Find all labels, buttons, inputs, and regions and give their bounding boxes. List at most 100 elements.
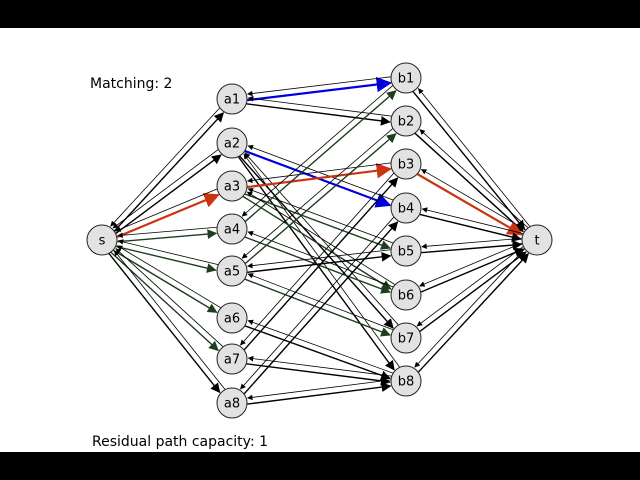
residual-edge-b1-a1 bbox=[246, 76, 391, 97]
node-label: t bbox=[534, 234, 539, 249]
residual-edge-a6-s bbox=[116, 245, 221, 309]
node-a6: a6 bbox=[216, 302, 248, 334]
edge-s-a5 bbox=[115, 245, 217, 273]
edge-s-a1 bbox=[113, 112, 225, 232]
edge-a2-b8 bbox=[237, 156, 395, 371]
residual-edge-t-b8 bbox=[414, 248, 525, 368]
node-label: a7 bbox=[224, 353, 240, 368]
edge-s-a8 bbox=[108, 253, 221, 394]
edge-b3-t bbox=[416, 173, 523, 236]
edge-s-a4 bbox=[117, 229, 218, 243]
node-a3: a3 bbox=[216, 170, 248, 202]
residual-edge-b2-a5 bbox=[241, 128, 393, 259]
residual-edge-b6-a4 bbox=[247, 231, 394, 288]
edge-a3-b6 bbox=[242, 195, 392, 290]
residual-edge-b8-a2 bbox=[243, 153, 400, 368]
node-b4: b4 bbox=[390, 192, 422, 224]
edge-b7-t bbox=[419, 251, 527, 332]
matching-counter: Matching: 2 bbox=[90, 76, 172, 92]
residual-edge-b4-a8 bbox=[240, 216, 395, 390]
node-b6: b6 bbox=[390, 279, 422, 311]
residual-edge-b8-a6 bbox=[247, 319, 394, 374]
node-label: a3 bbox=[224, 180, 240, 195]
node-circle bbox=[216, 213, 248, 245]
edge-s-a6 bbox=[112, 249, 218, 313]
node-label: b3 bbox=[398, 158, 415, 173]
node-circle bbox=[390, 62, 422, 94]
node-label: a8 bbox=[224, 397, 240, 412]
edge-s-a3 bbox=[116, 193, 220, 239]
residual-edge-t-b5 bbox=[421, 237, 522, 250]
edge-a1-b2 bbox=[246, 103, 391, 126]
residual-edge-t-b6 bbox=[419, 242, 523, 287]
residual-edge-a7-s bbox=[115, 248, 224, 347]
node-label: b8 bbox=[398, 375, 415, 390]
edge-a8-b8 bbox=[247, 382, 392, 405]
edge-a4-b1 bbox=[244, 90, 397, 222]
residual-edge-t-b4 bbox=[421, 207, 524, 234]
node-circle bbox=[390, 192, 422, 224]
node-circle bbox=[216, 127, 248, 159]
node-circle bbox=[390, 148, 422, 180]
node-b7: b7 bbox=[390, 322, 422, 354]
node-circle bbox=[86, 224, 118, 256]
node-label: a2 bbox=[224, 137, 240, 152]
residual-edge-a8-s bbox=[113, 250, 226, 390]
node-label: a6 bbox=[224, 312, 240, 327]
residual-edge-a3-s bbox=[115, 188, 218, 232]
edge-a6-b8 bbox=[244, 325, 391, 380]
node-label: b7 bbox=[398, 332, 415, 347]
edge-b5-t bbox=[421, 240, 523, 254]
residual-edge-t-b2 bbox=[419, 129, 529, 228]
edge-a3-b5 bbox=[244, 193, 391, 250]
edge-b4-t bbox=[419, 213, 522, 242]
node-a7: a7 bbox=[216, 343, 248, 375]
node-circle bbox=[390, 322, 422, 354]
node-circle bbox=[216, 170, 248, 202]
residual-edge-b5-a5 bbox=[246, 249, 391, 269]
edge-s-a2 bbox=[115, 154, 222, 234]
node-b8: b8 bbox=[390, 365, 422, 397]
node-circle bbox=[390, 105, 422, 137]
edge-b6-t bbox=[420, 247, 525, 293]
edges-layer bbox=[108, 76, 531, 405]
node-a8: a8 bbox=[216, 387, 248, 419]
residual-edge-b3-a3 bbox=[246, 162, 391, 184]
node-circle bbox=[390, 235, 422, 267]
node-circle bbox=[390, 279, 422, 311]
residual-edge-a1-s bbox=[110, 107, 220, 227]
residual-edge-b8-a7 bbox=[247, 355, 392, 377]
node-b3: b3 bbox=[390, 148, 422, 180]
node-a1: a1 bbox=[216, 83, 248, 115]
edge-a5-b2 bbox=[244, 133, 397, 265]
residual-edge-b7-a5 bbox=[247, 273, 394, 331]
node-circle bbox=[216, 83, 248, 115]
residual-edge-a2-s bbox=[112, 149, 219, 229]
residual-edge-b1-a4 bbox=[241, 85, 393, 217]
edge-a1-b1 bbox=[247, 76, 393, 102]
node-b2: b2 bbox=[390, 105, 422, 137]
edge-a3-b3 bbox=[247, 163, 393, 189]
node-label: b6 bbox=[398, 289, 415, 304]
residual-edge-b6-a3 bbox=[246, 191, 396, 285]
node-label: b1 bbox=[398, 72, 415, 87]
residual-edge-t-b7 bbox=[416, 246, 524, 327]
node-label: a5 bbox=[224, 265, 240, 280]
node-a2: a2 bbox=[216, 127, 248, 159]
node-a5: a5 bbox=[216, 255, 248, 287]
residual-edge-b8-a8 bbox=[246, 379, 391, 401]
node-circle bbox=[390, 365, 422, 397]
node-label: b4 bbox=[398, 202, 415, 217]
edge-a5-b5 bbox=[247, 251, 392, 273]
residual-edge-a4-s bbox=[117, 226, 217, 239]
edge-a7-b8 bbox=[246, 363, 391, 386]
residual-edge-t-b3 bbox=[420, 169, 526, 231]
node-label: a4 bbox=[224, 223, 240, 238]
node-circle bbox=[216, 302, 248, 334]
node-label: b5 bbox=[398, 245, 415, 260]
node-circle bbox=[216, 387, 248, 419]
residual-edge-a5-s bbox=[117, 239, 219, 265]
